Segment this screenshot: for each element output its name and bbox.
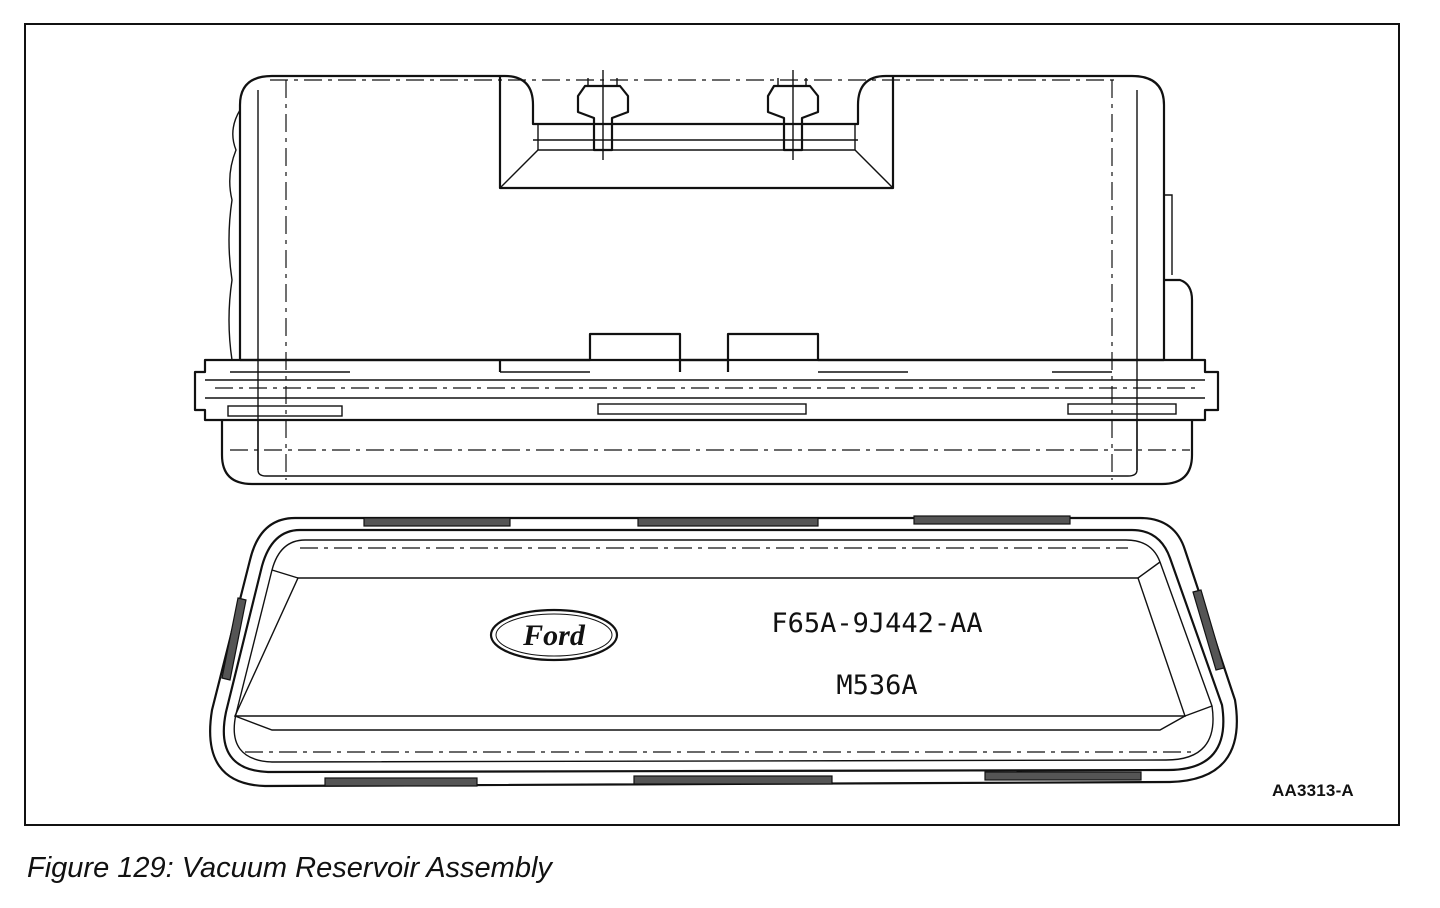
mounting-flange: [193, 358, 1220, 422]
vacuum-nipple-left: [576, 70, 630, 160]
cover-outer-rim: [209, 516, 1238, 788]
center-blocks: [240, 332, 1164, 372]
part-number-label: F65A-9J442-AA: [771, 608, 982, 639]
part-code-label: M536A: [836, 670, 917, 701]
vacuum-nipple-right: [766, 70, 820, 160]
ford-logo: Ford: [489, 608, 619, 662]
reservoir-cover-view: Ford F65A-9J442-AA M536A: [209, 515, 1238, 788]
ford-logo-text: Ford: [522, 619, 586, 652]
figure-id: AA3313-A: [1272, 781, 1354, 800]
reservoir-body-outline: [238, 74, 1166, 360]
reservoir-body-bottom: [220, 420, 1194, 486]
reservoir-body-side-view: [193, 70, 1220, 486]
cover-inner-floor: [233, 577, 1186, 717]
figure-frame: [24, 23, 1400, 826]
figure-caption: Figure 129: Vacuum Reservoir Assembly: [27, 852, 552, 884]
side-bracket: [1164, 278, 1194, 360]
